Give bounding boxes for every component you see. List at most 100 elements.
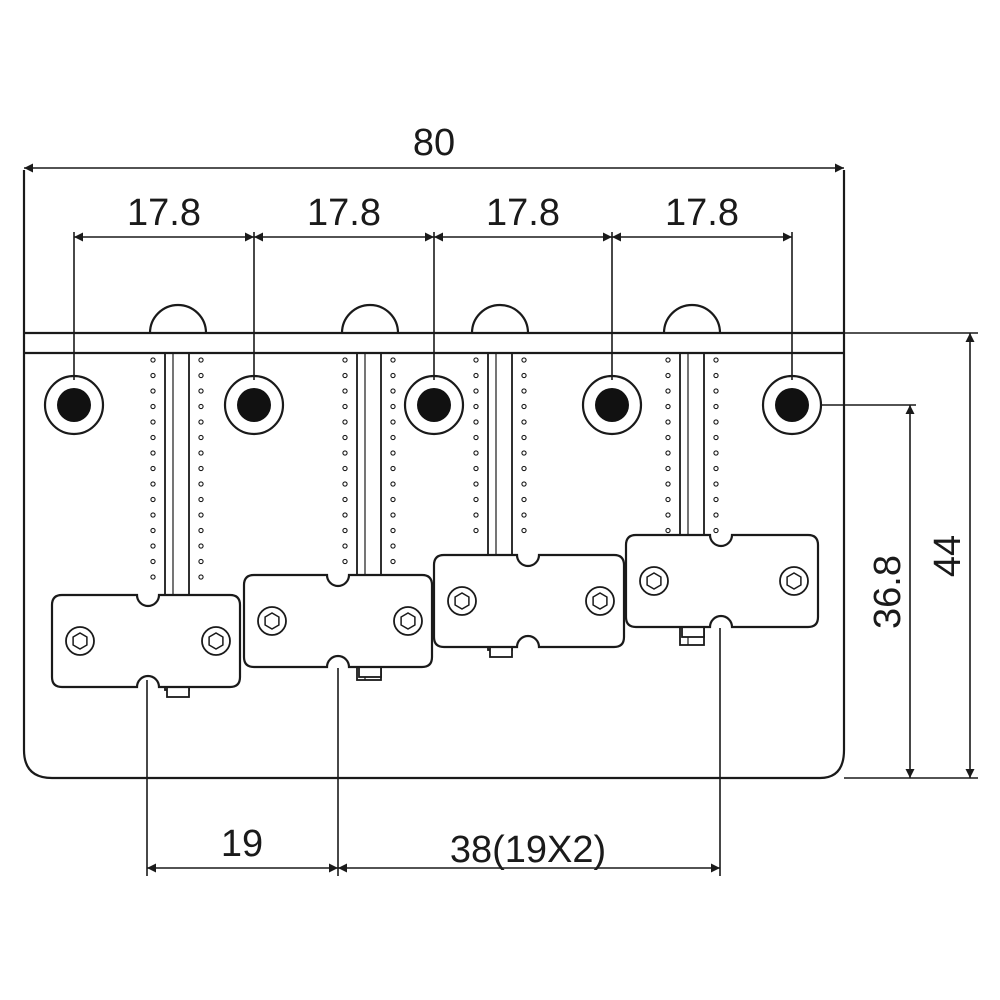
slot-dot	[521, 419, 527, 425]
slot-dot	[342, 419, 348, 425]
slot-dot	[150, 388, 156, 394]
slot-dot	[665, 496, 671, 503]
hex-screw-icon	[447, 586, 477, 616]
hex-screw-icon	[257, 606, 287, 636]
slot-dot	[198, 403, 204, 410]
hex-screw-rim	[639, 566, 669, 596]
hex-screw-rim	[257, 606, 287, 636]
mounting-hole-center	[417, 388, 451, 422]
base-plate	[22, 170, 846, 780]
saddle-body	[432, 553, 626, 649]
slot-dots-left	[150, 357, 156, 580]
mounting-holes	[43, 374, 823, 436]
slot-dot	[713, 372, 719, 379]
slot-dot	[198, 465, 204, 472]
slot-dot	[521, 465, 527, 472]
hex-screw-rim	[779, 566, 809, 596]
saddle-2	[242, 573, 434, 678]
saddle-3	[432, 553, 626, 658]
slot-dot	[198, 434, 204, 441]
slot-dots-right	[198, 357, 204, 580]
slot-dot	[150, 419, 156, 425]
slot-dot	[713, 527, 719, 534]
dimension-hole-height: 36.8	[820, 404, 978, 779]
slot-dot	[342, 434, 348, 441]
hex-screw-icon	[639, 566, 669, 596]
slot-dot	[198, 543, 204, 549]
slot-dot	[665, 403, 671, 410]
saddle-1	[50, 593, 242, 698]
slot-dot	[713, 403, 719, 410]
hex-socket	[646, 572, 662, 590]
slot-dot	[198, 558, 204, 565]
saddle-4	[624, 533, 820, 638]
saddle-body	[50, 593, 242, 689]
hex-socket	[208, 632, 224, 650]
slot-dot	[150, 481, 156, 487]
slot-dot	[150, 403, 156, 410]
slot-dot	[150, 558, 156, 565]
slot-dot	[198, 574, 204, 580]
hex-screw-icon	[201, 626, 231, 656]
hex-screw-icon	[779, 566, 809, 596]
slot-dot	[521, 450, 527, 456]
slot-dot	[150, 574, 156, 580]
slot-dot	[713, 388, 719, 394]
slot-dots-left	[473, 357, 479, 534]
hex-screw-icon	[393, 606, 423, 636]
slot-dot	[521, 388, 527, 394]
hex-screw-icon	[65, 626, 95, 656]
slot-dot	[390, 512, 396, 518]
hex-socket	[264, 612, 280, 630]
slot-dot	[521, 434, 527, 441]
slot-dot	[390, 465, 396, 472]
slot-dot	[150, 527, 156, 534]
slot-dot	[521, 357, 527, 363]
slot-dot	[521, 403, 527, 410]
slot-dot	[198, 481, 204, 487]
saddles	[50, 533, 820, 698]
dimension-saddle-spacing: 19 38(19X2)	[146, 628, 721, 876]
slot-dot	[198, 357, 204, 363]
mounting-hole-1	[43, 374, 105, 436]
mounting-hole-4	[581, 374, 643, 436]
slot-dot	[342, 496, 348, 503]
slot-dot	[390, 388, 396, 394]
slot-dot	[390, 558, 396, 565]
slot-dot	[150, 357, 156, 363]
slot-dot	[473, 388, 479, 394]
slot-dot	[390, 403, 396, 410]
slot-dot	[665, 388, 671, 394]
slot-dot	[665, 527, 671, 534]
dimension-hole-spacing: 17.8 17.8 17.8 17.8	[73, 192, 793, 380]
slot-dot	[198, 372, 204, 379]
slot-dot	[713, 434, 719, 441]
slot-dot	[198, 450, 204, 456]
slot-dot	[342, 403, 348, 410]
dim-spacing-2-label: 17.8	[307, 192, 381, 234]
slot-dot	[713, 481, 719, 487]
hex-socket	[72, 632, 88, 650]
slot-dots-right	[713, 357, 719, 534]
slot-dot	[198, 512, 204, 518]
hex-socket	[786, 572, 802, 590]
slot-dots-left	[665, 357, 671, 534]
slot-dot	[150, 434, 156, 441]
slot-dot	[473, 419, 479, 425]
hex-screw-rim	[393, 606, 423, 636]
slot-dot	[342, 543, 348, 549]
hex-screw-rim	[65, 626, 95, 656]
string-notches	[148, 303, 722, 334]
slot-groove	[679, 352, 705, 646]
slot-dot	[342, 357, 348, 363]
slot-dot	[713, 419, 719, 425]
slot-dot	[342, 512, 348, 518]
slot-dot	[473, 527, 479, 534]
dim-overall-width-label: 80	[413, 122, 455, 164]
slot-dot	[390, 543, 396, 549]
slot-dot	[473, 403, 479, 410]
slot-dot	[713, 496, 719, 503]
slot-dot	[665, 419, 671, 425]
slot-dot	[473, 512, 479, 518]
slot-dot	[665, 372, 671, 379]
